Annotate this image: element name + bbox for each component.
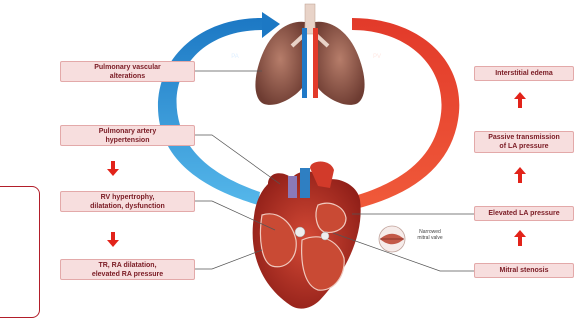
arrow-down-2 xyxy=(111,232,115,241)
box-text-line: Mitral stenosis xyxy=(499,266,548,275)
arc-label-right: PV xyxy=(370,54,384,60)
box-rv-hypertrophy: RV hypertrophy, dilatation, dysfunction xyxy=(60,191,195,212)
box-pulmonary-artery-hypertension: Pulmonary artery hypertension xyxy=(60,125,195,146)
box-interstitial-edema: Interstitial edema xyxy=(474,66,574,81)
arrow-up-2 xyxy=(518,173,522,183)
arrow-up-1 xyxy=(518,98,522,108)
arc-label-left: PA xyxy=(228,54,242,60)
mitral-valve-label-line-2: mitral valve xyxy=(417,235,442,241)
box-pulmonary-vascular-alterations: Pulmonary vascular alterations xyxy=(60,61,195,82)
box-text-line: TR, RA dilatation, xyxy=(92,261,163,270)
box-text-line: Passive transmission xyxy=(488,133,560,142)
box-text-line: of LA pressure xyxy=(488,142,560,151)
right-lung xyxy=(315,22,365,105)
box-elevated-la-pressure: Elevated LA pressure xyxy=(474,206,574,221)
box-text-line: Pulmonary vascular xyxy=(94,63,161,72)
box-tr-ra-dilatation: TR, RA dilatation, elevated RA pressure xyxy=(60,259,195,280)
box-mitral-stenosis: Mitral stenosis xyxy=(474,263,574,278)
box-text-line: hypertension xyxy=(99,136,157,145)
box-text-line: alterations xyxy=(94,72,161,81)
mitral-valve-label: Narrowed mitral valve xyxy=(410,229,450,241)
box-text-line: Interstitial edema xyxy=(495,69,553,78)
box-text-line: dilatation, dysfunction xyxy=(90,202,165,211)
box-passive-transmission: Passive transmission of LA pressure xyxy=(474,131,574,153)
arrow-up-3 xyxy=(518,236,522,246)
box-text-line: elevated RA pressure xyxy=(92,270,163,279)
arrow-down-1 xyxy=(111,161,115,170)
pulmonary-vein-arc xyxy=(340,18,459,212)
pulmonary-artery-arc xyxy=(158,18,262,205)
box-text-line: Pulmonary artery xyxy=(99,127,157,136)
box-text-line: RV hypertrophy, xyxy=(90,193,165,202)
box-text-line: Elevated LA pressure xyxy=(488,209,559,218)
